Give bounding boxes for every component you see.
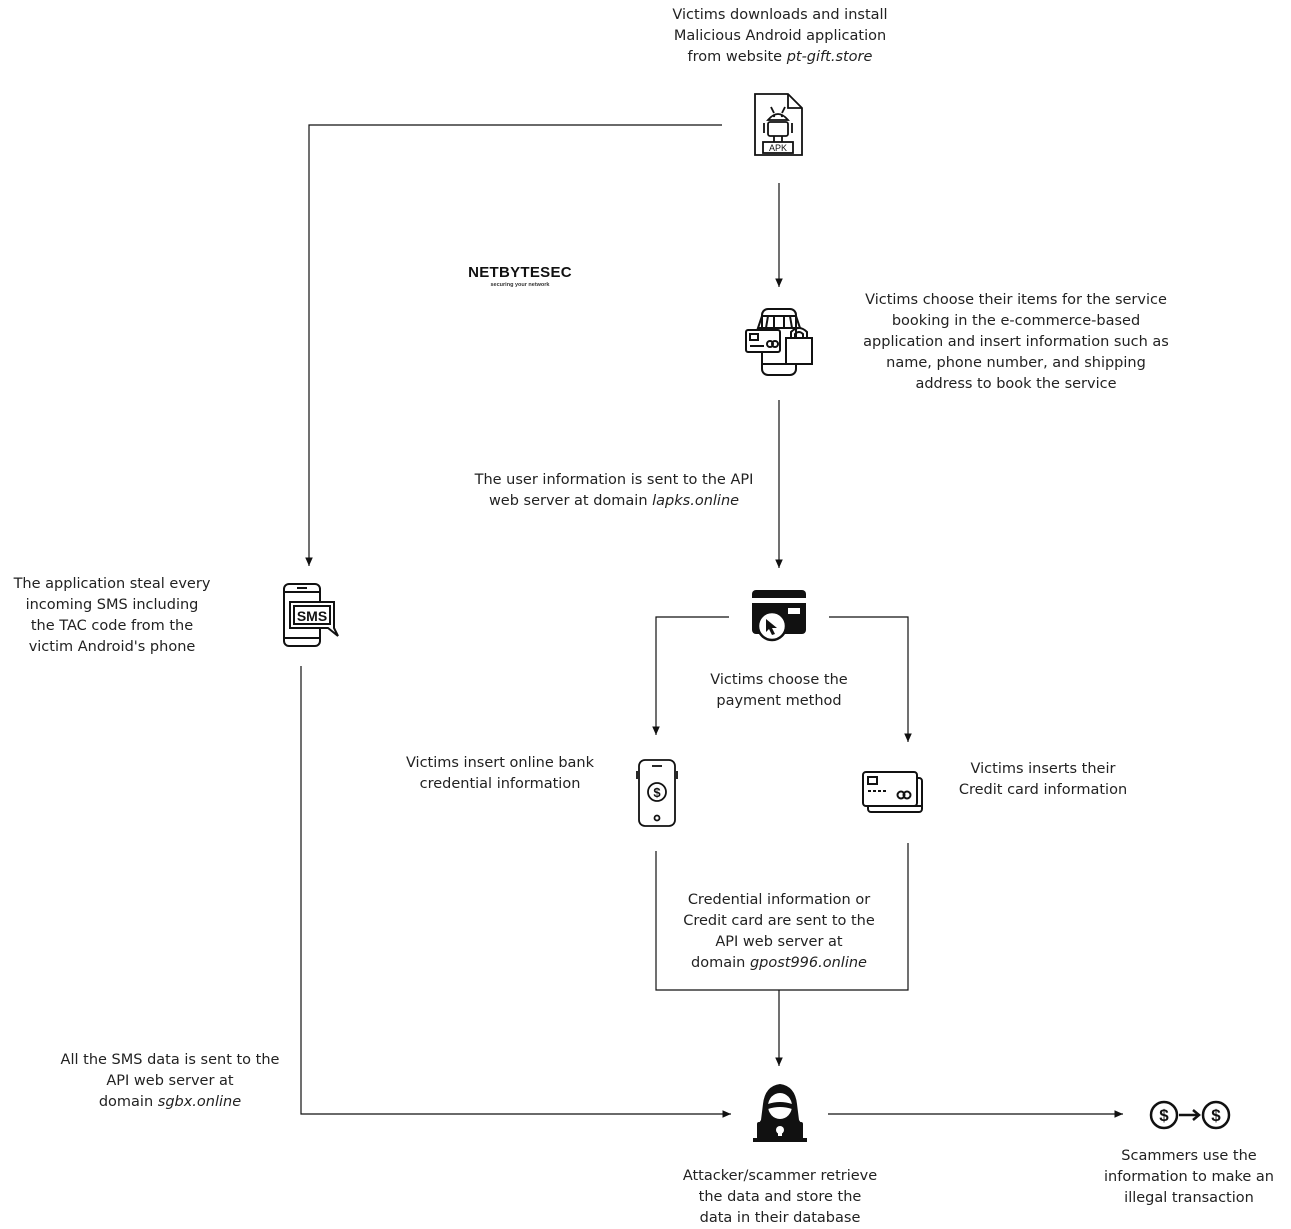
hacker-icon — [753, 1084, 807, 1142]
bank-dollar-symbol: $ — [653, 785, 661, 800]
text-line: Malicious Android application — [673, 28, 887, 44]
text-line: The user information is sent to the API — [474, 472, 754, 488]
step-online-bank-text: Victims insert online bank credential in… — [390, 753, 610, 795]
text-line: The application steal every — [13, 576, 211, 592]
text-line: Credit card are sent to the — [683, 913, 875, 929]
credit-card-icon — [862, 771, 923, 813]
mobile-banking-icon: $ — [636, 759, 678, 827]
text-line: illegal transaction — [1124, 1190, 1254, 1206]
text-prefix: from website — [687, 49, 787, 65]
text-line: Victims choose the — [710, 672, 848, 688]
step-illegal-text: Scammers use the information to make an … — [1090, 1146, 1288, 1209]
money-transfer-icon: $ $ — [1149, 1100, 1231, 1130]
text-line: Attacker/scammer retrieve — [682, 1168, 878, 1184]
text-line: All the SMS data is sent to the — [60, 1052, 280, 1068]
step-credentials-sent-text: Credential information or Credit card ar… — [664, 890, 894, 974]
text-line: incoming SMS including — [25, 597, 199, 613]
text-line: application and insert information such … — [863, 334, 1169, 350]
domain-sgbx: sgbx.online — [157, 1094, 242, 1110]
domain-lapks: lapks.online — [652, 493, 740, 509]
text-prefix: web server at domain — [488, 493, 653, 509]
text-line: the data and store the — [698, 1189, 862, 1205]
step-payment-method-text: Victims choose the payment method — [689, 670, 869, 712]
step-sms-steal-text: The application steal every incoming SMS… — [2, 574, 222, 658]
netbytesec-logo: NETBYTESEC securing your network — [452, 264, 588, 289]
step-attacker-text: Attacker/scammer retrieve the data and s… — [665, 1166, 895, 1229]
money-symbol-right: $ — [1211, 1106, 1221, 1125]
logo-tagline: securing your network — [490, 282, 550, 288]
domain-gpost996: gpost996.online — [749, 955, 867, 971]
line-bank-card-merge — [655, 843, 909, 991]
text-line: information to make an — [1104, 1169, 1274, 1185]
text-line: Credit card information — [958, 782, 1128, 798]
arrow-payment-to-card — [829, 616, 912, 742]
text-prefix: domain — [98, 1094, 158, 1110]
text-line: name, phone number, and shipping — [886, 355, 1146, 371]
step-credit-card-text: Victims inserts their Credit card inform… — [933, 759, 1153, 801]
text-line: Victims insert online bank — [405, 755, 595, 771]
apk-label: APK — [769, 143, 787, 153]
sms-label: SMS — [297, 608, 327, 624]
text-line: API web server at — [106, 1073, 234, 1089]
arrow-payment-to-bank — [652, 616, 729, 735]
text-prefix: domain — [691, 955, 750, 971]
text-line: address to book the service — [915, 376, 1117, 392]
text-line: credential information — [419, 776, 581, 792]
text-line: Scammers use the — [1121, 1148, 1257, 1164]
text-line: Credential information or — [687, 892, 871, 908]
text-line: victim Android's phone — [28, 639, 196, 655]
step-download-text: Victims downloads and install Malicious … — [630, 5, 930, 68]
step-user-info-sent-text: The user information is sent to the API … — [454, 470, 774, 512]
step-choose-items-text: Victims choose their items for the servi… — [846, 290, 1186, 395]
text-line: Victims downloads and install — [672, 7, 888, 23]
text-line: the TAC code from the — [30, 618, 194, 634]
text-line: Victims choose their items for the servi… — [865, 292, 1167, 308]
arrow-apk-to-sms — [305, 124, 722, 566]
arrow-sms-to-attacker — [300, 666, 731, 1118]
apk-file-icon: APK — [754, 93, 803, 156]
step-sms-sent-text: All the SMS data is sent to the API web … — [45, 1050, 295, 1113]
domain-pt-gift: pt-gift.store — [786, 49, 873, 65]
logo-brand: NETBYTESEC — [468, 264, 572, 281]
ecommerce-shop-icon — [745, 308, 813, 376]
text-line: API web server at — [715, 934, 843, 950]
payment-card-click-icon — [752, 590, 806, 642]
text-line: payment method — [716, 693, 842, 709]
text-line: booking in the e-commerce-based — [891, 313, 1141, 329]
money-symbol-left: $ — [1159, 1106, 1169, 1125]
text-line: data in their database — [699, 1210, 861, 1226]
sms-phone-icon: SMS — [283, 583, 339, 647]
text-line: Victims inserts their — [970, 761, 1116, 777]
